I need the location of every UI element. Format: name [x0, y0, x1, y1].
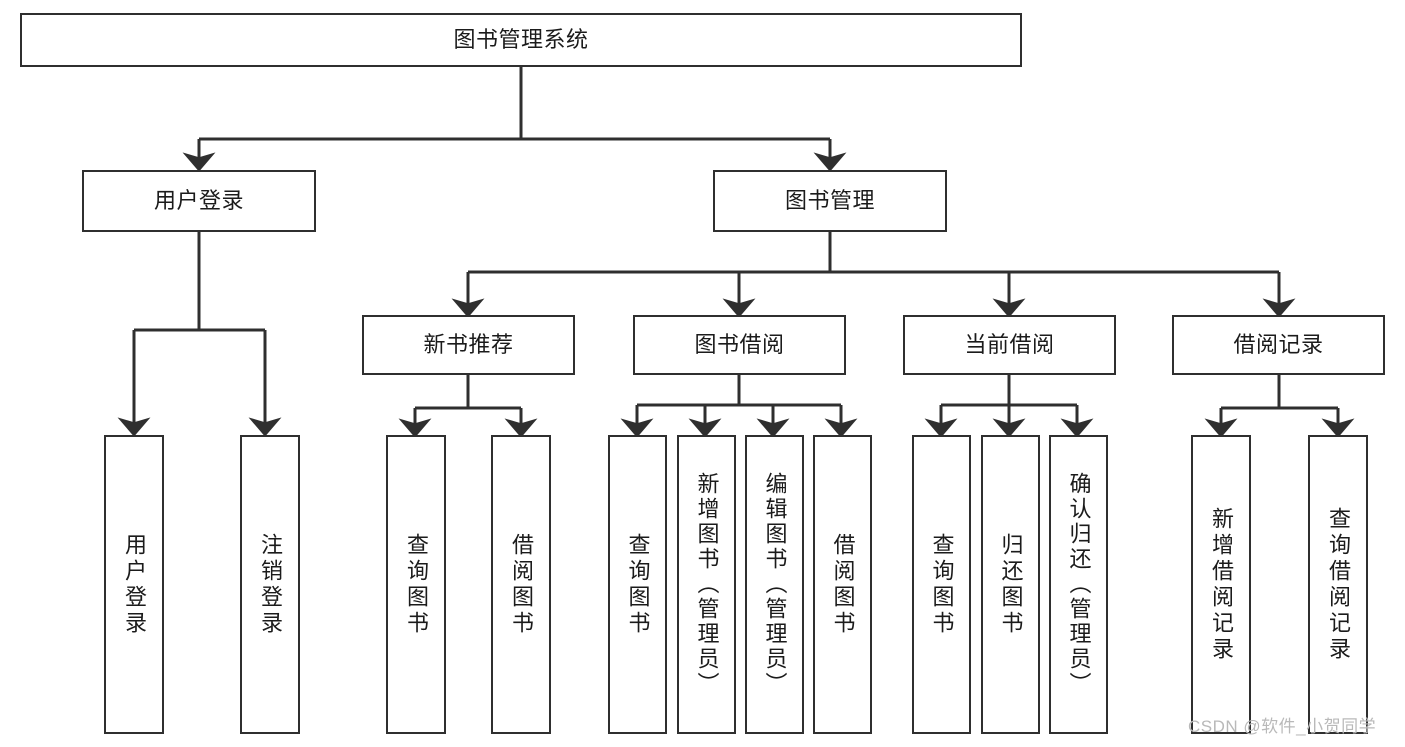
node-book-borrow-label: 图书借阅 — [694, 332, 785, 358]
leaf-add-book-admin[interactable]: 新增图书（管理员） — [677, 435, 736, 734]
node-user-login-label: 用户登录 — [153, 188, 244, 214]
leaf-borrow-book-1[interactable]: 借阅图书 — [491, 435, 551, 734]
leaf-query-borrow-record-label: 查询借阅记录 — [1326, 506, 1351, 663]
leaf-query-book-1[interactable]: 查询图书 — [386, 435, 446, 734]
node-new-book-recommend-label: 新书推荐 — [423, 332, 514, 358]
node-new-book-recommend[interactable]: 新书推荐 — [362, 315, 575, 375]
leaf-query-borrow-record[interactable]: 查询借阅记录 — [1308, 435, 1368, 734]
leaf-borrow-book-2[interactable]: 借阅图书 — [813, 435, 872, 734]
leaf-user-login-label: 用户登录 — [122, 532, 147, 637]
leaf-add-borrow-record[interactable]: 新增借阅记录 — [1191, 435, 1251, 734]
node-book-borrow[interactable]: 图书借阅 — [633, 315, 846, 375]
leaf-query-book-1-label: 查询图书 — [404, 532, 429, 637]
leaf-edit-book-admin[interactable]: 编辑图书（管理员） — [745, 435, 804, 734]
leaf-query-book-3[interactable]: 查询图书 — [912, 435, 971, 734]
leaf-add-book-admin-label: 新增图书（管理员） — [694, 472, 720, 697]
node-root[interactable]: 图书管理系统 — [20, 13, 1022, 67]
leaf-query-book-2-label: 查询图书 — [625, 532, 651, 637]
node-root-label: 图书管理系统 — [453, 27, 589, 53]
leaf-logout[interactable]: 注销登录 — [240, 435, 300, 734]
node-borrow-record[interactable]: 借阅记录 — [1172, 315, 1385, 375]
leaf-return-book-label: 归还图书 — [998, 532, 1024, 637]
node-current-borrow[interactable]: 当前借阅 — [903, 315, 1116, 375]
node-borrow-record-label: 借阅记录 — [1233, 332, 1324, 358]
leaf-confirm-return-admin[interactable]: 确认归还（管理员） — [1049, 435, 1108, 734]
leaf-user-login[interactable]: 用户登录 — [104, 435, 164, 734]
leaf-query-book-3-label: 查询图书 — [929, 532, 955, 637]
csdn-watermark: CSDN @软件_小贺同学 — [1188, 717, 1377, 736]
node-book-manage[interactable]: 图书管理 — [713, 170, 947, 232]
leaf-return-book[interactable]: 归还图书 — [981, 435, 1040, 734]
node-book-manage-label: 图书管理 — [784, 188, 875, 214]
leaf-logout-label: 注销登录 — [258, 532, 283, 637]
node-current-borrow-label: 当前借阅 — [964, 332, 1055, 358]
leaf-add-borrow-record-label: 新增借阅记录 — [1209, 506, 1234, 663]
leaf-borrow-book-1-label: 借阅图书 — [509, 532, 534, 637]
leaf-borrow-book-2-label: 借阅图书 — [830, 532, 856, 637]
leaf-edit-book-admin-label: 编辑图书（管理员） — [762, 472, 788, 697]
leaf-query-book-2[interactable]: 查询图书 — [608, 435, 667, 734]
leaf-confirm-return-admin-label: 确认归还（管理员） — [1066, 472, 1092, 697]
node-user-login[interactable]: 用户登录 — [82, 170, 316, 232]
